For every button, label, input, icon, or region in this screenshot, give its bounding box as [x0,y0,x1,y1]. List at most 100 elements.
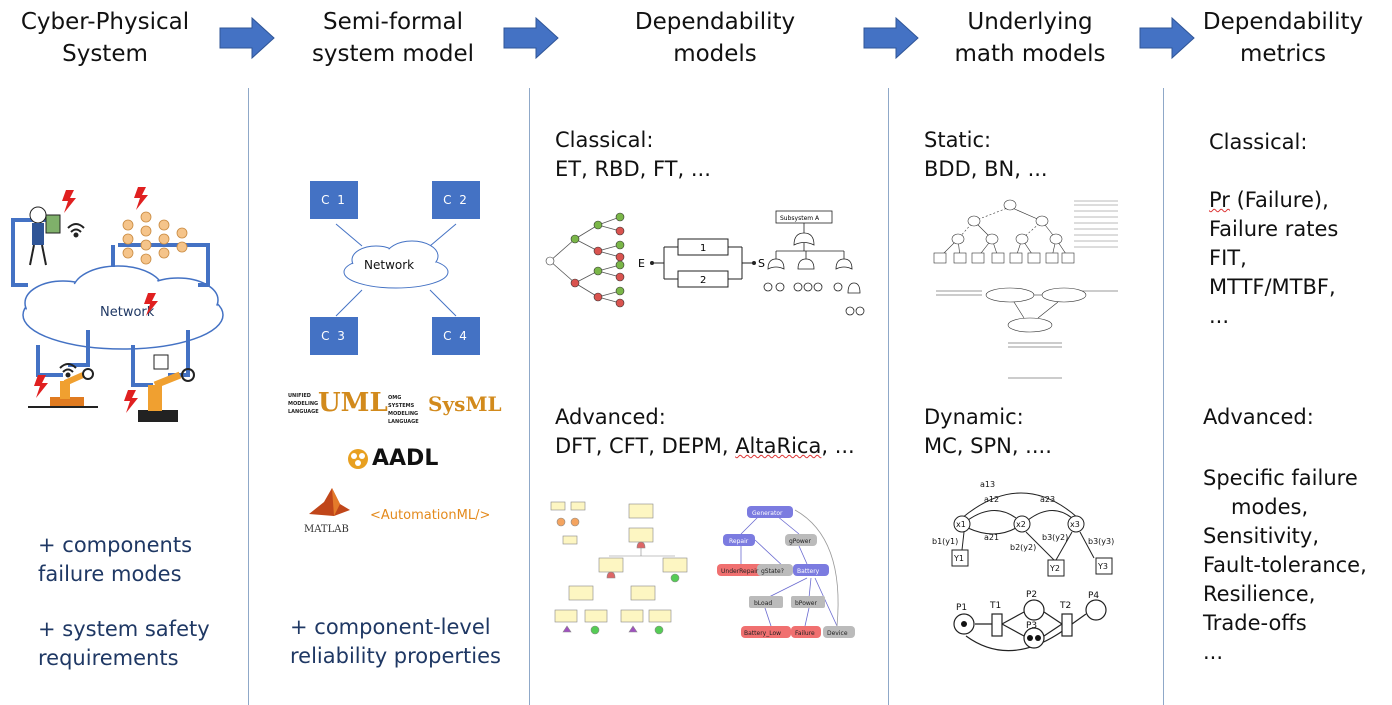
transition-label: a23 [1040,495,1055,504]
cps-illustration: Network [11,187,224,422]
system-model-diagram: Network [335,223,457,317]
component-block: C 4 [432,317,480,355]
cloud-icon [343,240,449,289]
metric-item: Fault-tolerance, [1203,553,1367,577]
column-divider [1163,88,1164,705]
depm-diagram: Generator Repair gPower UnderRepair gSta… [717,506,855,638]
output-label: Y1 [953,554,964,563]
rbd-start-label: E [638,257,645,270]
ft-top-label: Subsystem A [780,215,820,222]
depm-node-label: bLoad [754,600,772,607]
matlab-icon [309,488,350,516]
advanced-metrics-title: Advanced: [1203,405,1314,429]
emission-label: b3(y3) [1088,537,1114,546]
transition-label: T1 [989,601,1001,611]
robot-arm-icon [138,354,195,422]
depm-node-label: Failure [795,630,815,637]
depm-node-label: Battery [797,568,820,575]
depm-node-label: Battery_Low [744,630,781,637]
note-line: reliability properties [290,644,501,668]
output-label: Y2 [1049,564,1060,573]
component-block: C 2 [432,181,480,219]
section-title: Advanced: [555,405,666,429]
uml-mark: UML [318,388,388,418]
flow-arrow-icon [219,16,275,60]
bdd-diagram [933,199,1075,264]
rbd-diagram [652,238,754,288]
classical-metrics-title: Classical: [1209,130,1308,154]
dynamic-fault-tree-diagram [550,501,688,635]
state-label: x2 [1016,520,1026,529]
depm-node-label: bPower [795,600,817,607]
section-title: Static: [924,128,992,152]
metric-item: ... [1203,640,1224,664]
column-divider [529,88,530,705]
metric-item: modes, [1231,495,1309,519]
person-icon [29,206,61,266]
header-cps: Cyber-Physical System [0,6,210,70]
header-line: Dependability [634,9,796,35]
cloud-icon [22,265,224,350]
lightning-icon [34,187,158,413]
robot-arm-icon [28,368,98,408]
fault-tree-diagram [763,210,865,316]
metric-item: Pr (Failure), [1209,186,1338,215]
aadl-text: AADL [372,446,439,471]
state-label: x1 [956,520,966,529]
place-label: P4 [1088,591,1099,601]
column-divider [248,88,249,705]
automationml-logo: <AutomationML/> [370,508,491,523]
section-items: ET, RBD, FT, ... [555,157,711,181]
depm-node-label: UnderRepair [721,568,759,575]
metric-item: Specific failure [1203,466,1358,490]
metric-item: Sensitivity, [1203,524,1320,548]
emission-label: b1(y1) [932,537,958,546]
static-models: Static: BDD, BN, ... [924,126,1048,184]
depm-node-label: gPower [789,538,811,545]
advanced-models: Advanced: DFT, CFT, DEPM, AltaRica, ... [555,403,855,461]
transition-label: a13 [980,480,995,489]
advanced-models-figures: Generator Repair gPower UnderRepair gSta… [550,501,855,638]
header-line: metrics [1239,41,1327,67]
flow-arrow-icon [503,16,559,60]
network-label: Network [100,305,155,320]
section-title: Dynamic: [924,405,1024,429]
transition-label: a21 [984,533,999,542]
wifi-icon [59,223,85,378]
items-text: DFT, CFT, DEPM, [555,434,736,458]
metric-item: MTTF/MTBF, [1209,275,1336,299]
header-line: models [673,41,757,67]
depm-node-label: Generator [752,510,783,517]
sysml-mark: SysML [428,392,502,416]
note-line: + system safety [38,617,210,641]
header-line: Semi-formal [323,9,463,35]
emission-label: b3(y2) [1042,533,1068,542]
event-tree-diagram [549,216,621,304]
cps-notes: + components failure modes + system safe… [38,531,210,673]
neural-network-icon [122,211,188,265]
note-line: + components [38,533,193,557]
classical-metrics: Pr (Failure), Failure rates FIT, MTTF/MT… [1209,186,1338,331]
header-line: System [62,41,148,67]
header-dependability-models: Dependability models [600,6,830,70]
transition-label: a12 [984,495,999,504]
header-line: Dependability [1202,9,1364,35]
header-system-model: Semi-formal system model [288,6,498,70]
place-label: P1 [956,603,967,613]
header-math-models: Underlying math models [930,6,1130,70]
component-block: C 3 [310,317,358,355]
matlab-logo: MATLAB [304,484,358,540]
bayesian-network-diagram [936,287,1118,379]
rbd-block-label: 1 [700,243,706,254]
advanced-metrics: Specific failure modes, Sensitivity, Fau… [1203,464,1367,667]
classical-models-figures: E S 1 2 Subsystem A [545,210,865,316]
network-label: Network [364,258,414,272]
transition-label: T2 [1059,601,1071,611]
place-label: P2 [1026,590,1037,600]
flow-arrow-icon [863,16,919,60]
aadl-logo: AADL [347,446,438,471]
header-metrics: Dependability metrics [1188,6,1378,70]
column-divider [888,88,889,705]
flow-arrow-icon [1139,16,1195,60]
metric-item: Failure rates [1209,217,1339,241]
